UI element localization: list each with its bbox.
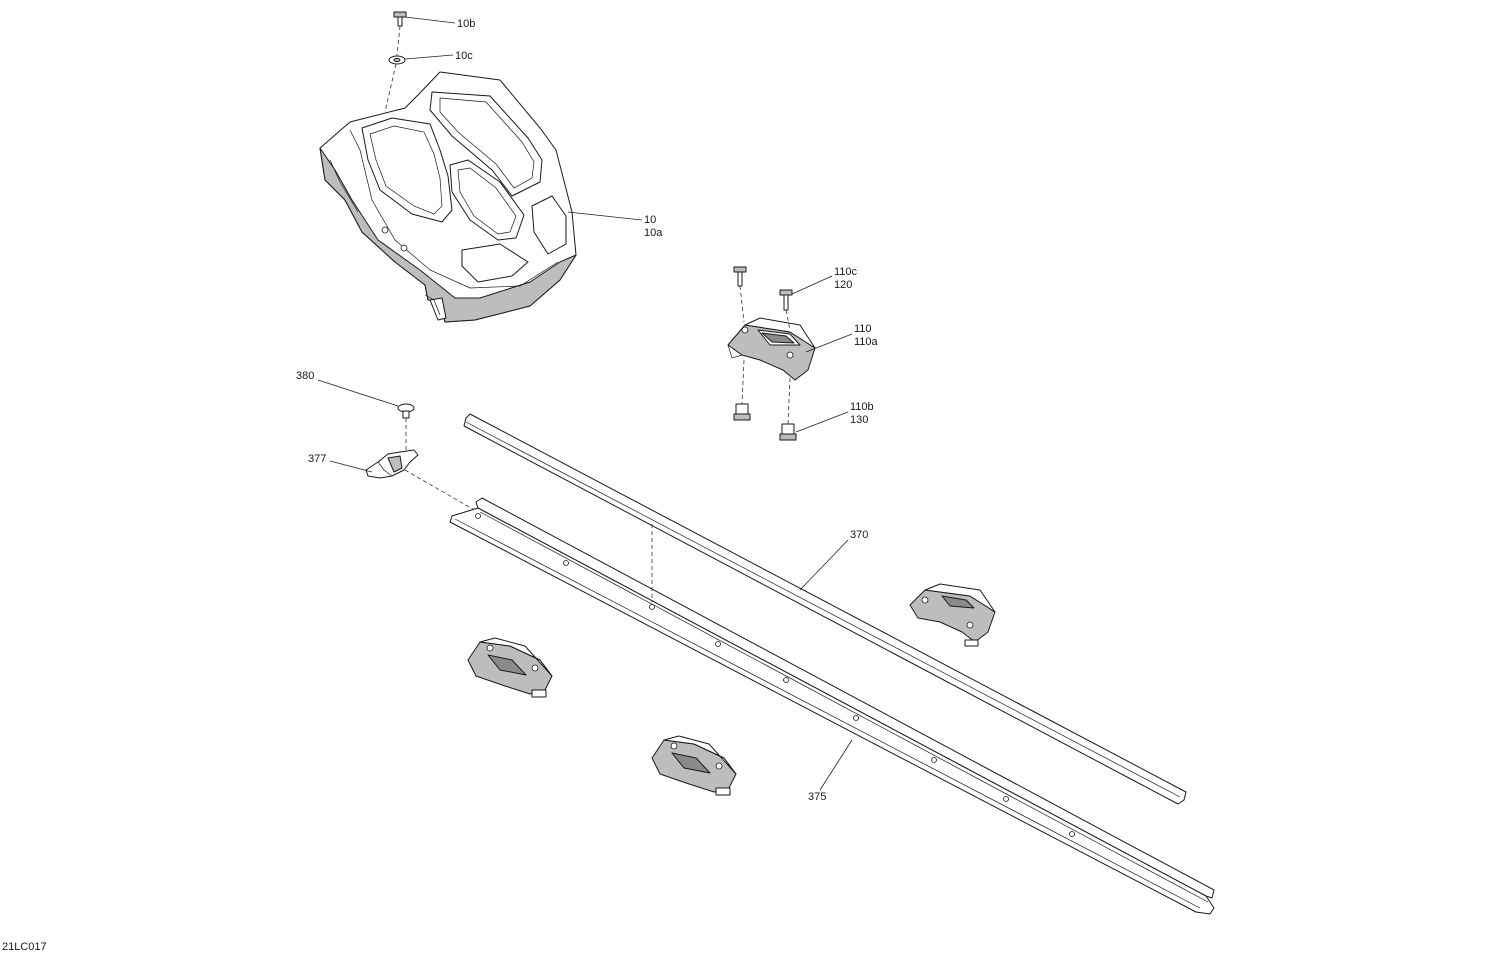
nut-110b-icon	[733, 403, 751, 421]
anchor-installed-left	[467, 637, 553, 698]
callout-10b: 10b	[457, 18, 475, 30]
callout-110c: 110c 120	[834, 266, 860, 291]
rail-370	[463, 413, 1187, 805]
screw-110c-icon	[733, 266, 747, 287]
storage-box	[319, 71, 577, 323]
clip-377	[365, 449, 419, 479]
diagram-reference-code: 21LC017	[2, 941, 47, 953]
callout-10c: 10c	[455, 50, 473, 62]
callout-377: 377	[308, 453, 326, 465]
anchor-installed-middle	[651, 735, 737, 796]
washer-10c-icon	[388, 55, 406, 65]
anchor-110	[727, 317, 816, 381]
callout-110b: 110b 130	[850, 401, 877, 426]
screw-10b-icon	[393, 11, 407, 27]
callout-375: 375	[808, 791, 826, 803]
screw-380-icon	[397, 403, 415, 419]
rail-375	[449, 497, 1215, 915]
screw-120-icon	[779, 289, 793, 311]
callout-10: 10 10a	[644, 214, 663, 239]
callout-380: 380	[296, 370, 314, 382]
callout-110: 110 110a	[854, 323, 879, 348]
nut-130-icon	[779, 423, 797, 441]
leader-lines	[317, 16, 853, 791]
callout-370: 370	[850, 529, 868, 541]
anchor-installed-right	[909, 583, 996, 647]
